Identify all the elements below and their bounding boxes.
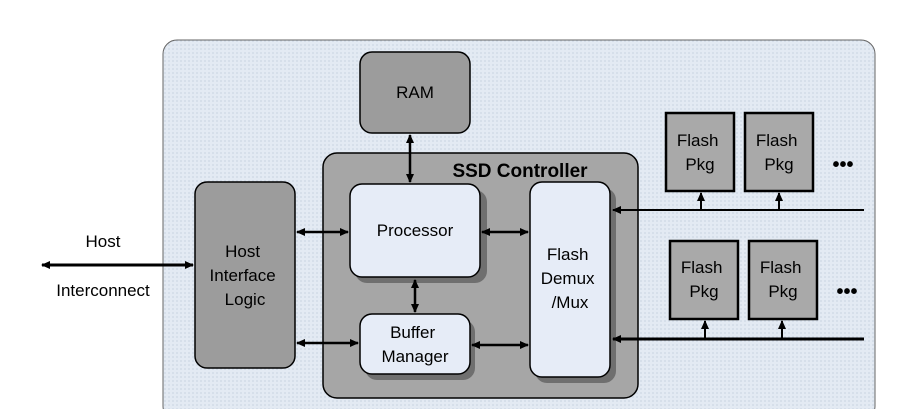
flash-pkg-2a-label: Flash Pkg [681, 258, 727, 301]
host-interface-logic-label: Host Interface Logic [210, 242, 281, 309]
flash-pkg-1b-line1: Flash [756, 131, 798, 150]
flash-pkg-2b-line2: Pkg [768, 282, 797, 301]
host-interface-line3: Logic [225, 290, 266, 309]
processor-block [349, 183, 481, 278]
flash-pkg-2b [747, 239, 819, 321]
flash-pkg-1b-label: Flash Pkg [756, 131, 802, 174]
flash-pkg-1a [664, 111, 736, 193]
buffer-manager-label: Buffer Manager [381, 323, 448, 366]
flash-pkg-row1-ellipsis: ••• [832, 154, 853, 176]
flash-pkg-2a-line1: Flash [681, 258, 723, 277]
buffer-manager-block [359, 313, 471, 375]
flash-pkg-1a-line2: Pkg [685, 155, 714, 174]
host-label: Host [86, 232, 121, 251]
ram-label: RAM [396, 83, 434, 102]
flash-demux-label: Flash Demux /Mux [541, 245, 600, 312]
host-interface-logic-block [194, 181, 296, 369]
flash-pkg-1a-label: Flash Pkg [677, 131, 723, 174]
ram-block [359, 51, 471, 134]
flash-pkg-2b-label: Flash Pkg [760, 258, 806, 301]
flash-demux-line1: Flash [547, 245, 589, 264]
flash-pkg-2b-line1: Flash [760, 258, 802, 277]
flash-pkg-1b [743, 111, 815, 193]
interconnect-label: Interconnect [56, 281, 150, 300]
flash-pkg-1b-line2: Pkg [764, 155, 793, 174]
buffer-manager-line1: Buffer [390, 323, 435, 342]
flash-demux-block [529, 181, 611, 378]
ssd-controller-title: SSD Controller [452, 161, 588, 182]
flash-demux-line3: /Mux [552, 293, 589, 312]
processor-label: Processor [377, 221, 454, 240]
flash-pkg-row2-ellipsis: ••• [836, 281, 857, 303]
flash-pkg-2a-line2: Pkg [689, 282, 718, 301]
flash-pkg-1a-line1: Flash [677, 131, 719, 150]
flash-pkg-2a [668, 239, 740, 321]
buffer-manager-line2: Manager [381, 347, 448, 366]
host-interface-line1: Host [225, 242, 260, 261]
host-interface-line2: Interface [210, 266, 276, 285]
flash-demux-line2: Demux [541, 269, 595, 288]
